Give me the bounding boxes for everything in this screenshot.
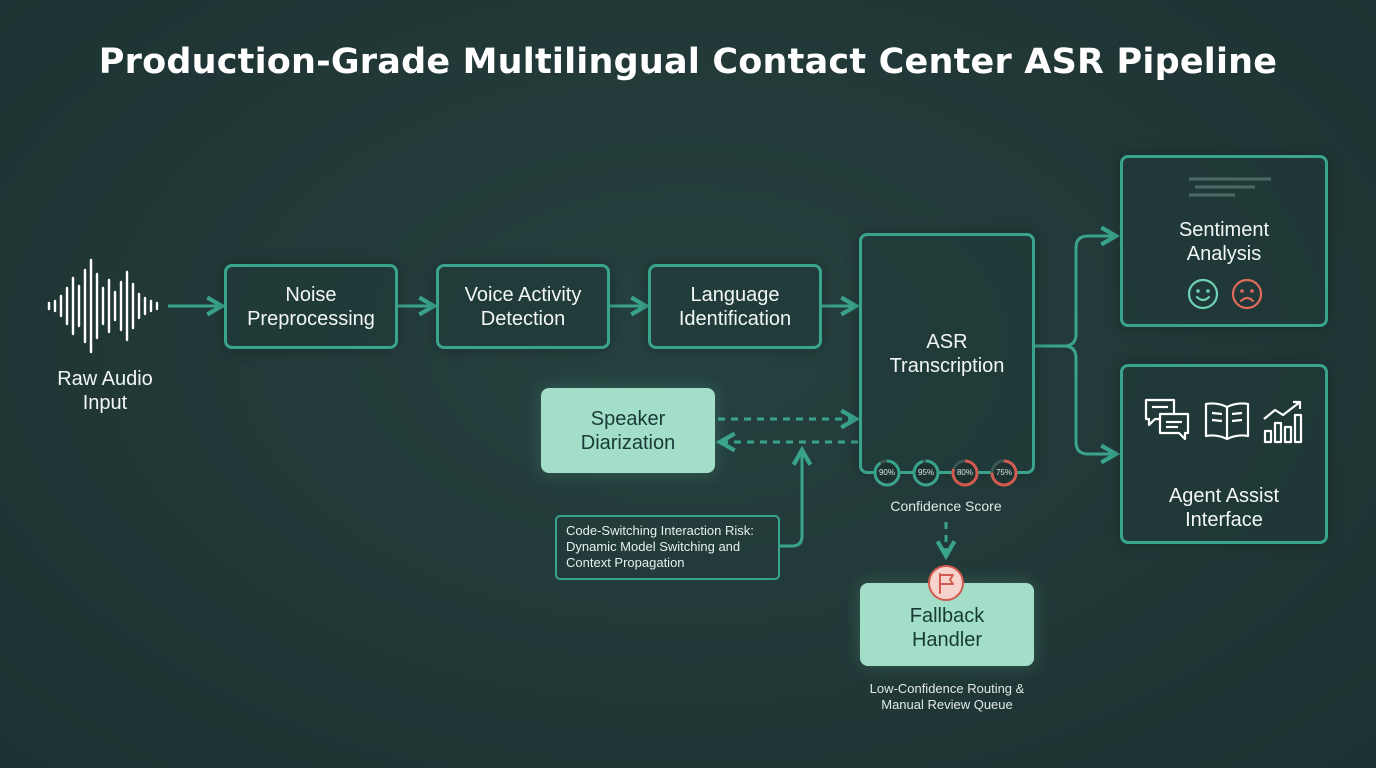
fallback-caption: Low-Confidence Routing & Manual Review Q…: [869, 681, 1025, 712]
confidence-gauge: 95%: [911, 458, 941, 488]
asr-transcription-stage[interactable]: ASR Transcription: [859, 233, 1035, 474]
speaker-diarization-label: Speaker Diarization: [580, 407, 676, 454]
bar-chart-trend-icon: [1263, 400, 1303, 444]
waveform-icon: [47, 258, 159, 354]
sad-face-icon: [1231, 278, 1263, 310]
confidence-gauge-arc: [990, 459, 1018, 487]
flag-icon: [928, 565, 964, 601]
confidence-score-label: Confidence Score: [890, 498, 1002, 514]
language-identification-label: Language Identification: [678, 283, 792, 330]
voice-activity-detection-label: Voice Activity Detection: [464, 283, 582, 330]
text-lines-decoration-icon: [1189, 177, 1271, 197]
sentiment-analysis-label: Sentiment Analysis: [1178, 219, 1270, 265]
confidence-gauge-arc: [951, 459, 979, 487]
arrow-asr-to-outputs: [1035, 236, 1116, 348]
language-identification-stage[interactable]: Language Identification: [648, 264, 822, 349]
arrow-note-to-diarization: [780, 450, 802, 548]
noise-preprocessing-label: Noise Preprocessing: [247, 283, 375, 330]
page-title: Production-Grade Multilingual Contact Ce…: [98, 42, 1278, 82]
arrow-asr-to-agent-assist: [1063, 344, 1116, 454]
noise-preprocessing-stage[interactable]: Noise Preprocessing: [224, 264, 398, 349]
open-book-icon: [1204, 402, 1250, 441]
confidence-gauge-value: 90%: [878, 468, 895, 477]
speaker-diarization-stage[interactable]: Speaker Diarization: [541, 388, 715, 473]
chat-bubbles-icon: [1144, 398, 1190, 441]
code-switching-risk-note: Code-Switching Interaction Risk: Dynamic…: [555, 515, 780, 580]
confidence-gauge-value: 95%: [917, 468, 934, 477]
confidence-gauge-arc: [873, 459, 901, 487]
agent-assist-interface-label: Agent Assist Interface: [1168, 485, 1280, 531]
confidence-gauge: 80%: [950, 458, 980, 488]
confidence-gauge-value: 75%: [995, 468, 1012, 477]
confidence-gauge-arc: [912, 459, 940, 487]
fallback-handler-label: Fallback Handler: [909, 604, 985, 651]
asr-transcription-label: ASR Transcription: [889, 331, 1005, 377]
happy-face-icon: [1187, 278, 1219, 310]
confidence-gauge: 75%: [989, 458, 1019, 488]
confidence-gauge-value: 80%: [956, 468, 973, 477]
voice-activity-detection-stage[interactable]: Voice Activity Detection: [436, 264, 610, 349]
raw-audio-input-label: Raw Audio Input: [57, 368, 153, 414]
sentiment-analysis-stage[interactable]: Sentiment Analysis: [1120, 155, 1328, 327]
agent-assist-interface-stage[interactable]: Agent Assist Interface: [1120, 364, 1328, 544]
confidence-gauge: 90%: [872, 458, 902, 488]
